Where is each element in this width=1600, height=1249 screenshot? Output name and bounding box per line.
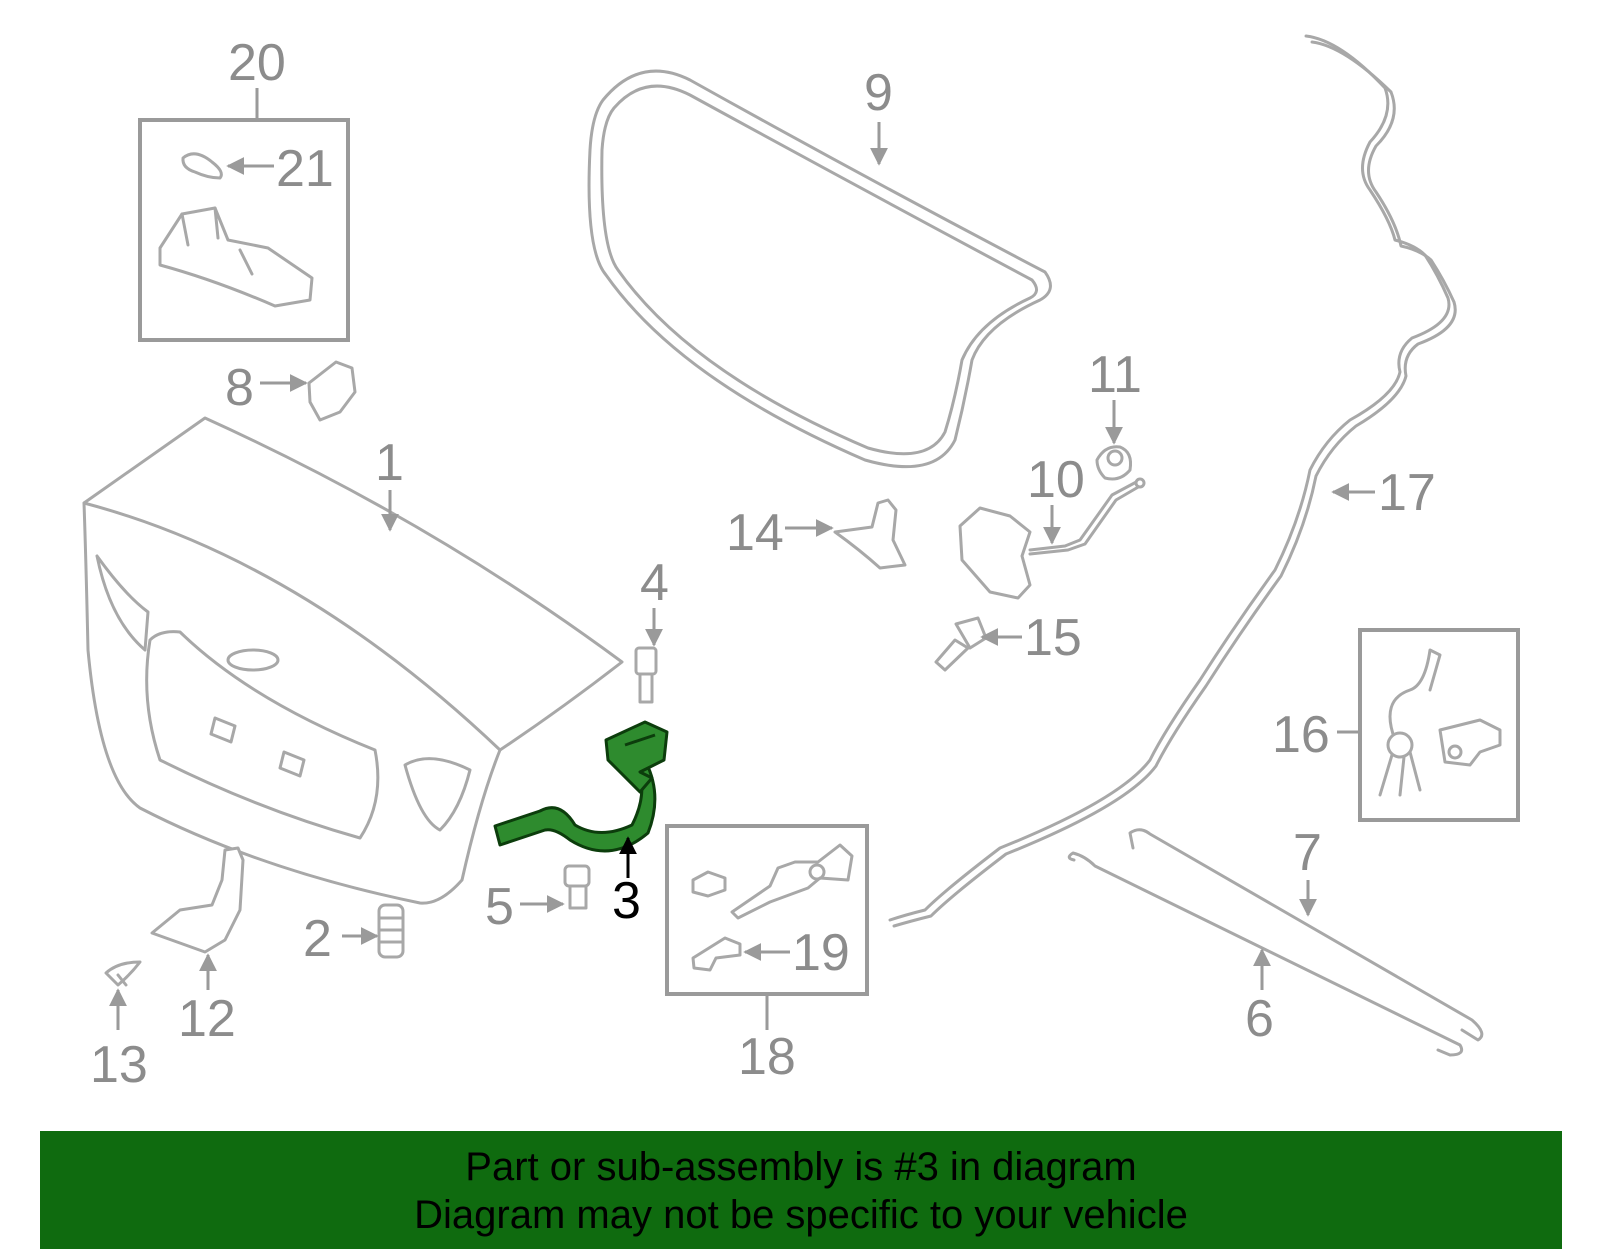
label-16: 16 [1272, 706, 1330, 764]
label-10: 10 [1027, 451, 1085, 509]
label-2: 2 [303, 910, 332, 968]
bulb-part-21 [181, 152, 223, 180]
label-21: 21 [276, 140, 334, 198]
clip-part-8 [307, 360, 357, 422]
connector-part-19 [691, 936, 742, 972]
hinge-part-3-highlighted [493, 720, 669, 853]
bolt-part-15 [934, 616, 988, 672]
leader-lines [109, 88, 1375, 1030]
rod-part-6 [1067, 851, 1464, 1057]
parts-diagram: 20 21 8 1 9 11 10 17 14 15 4 16 3 5 2 7 … [82, 34, 1520, 1094]
label-17: 17 [1378, 464, 1436, 522]
latch-part-10 [958, 477, 1146, 600]
label-20: 20 [228, 34, 286, 92]
label-7: 7 [1293, 824, 1322, 882]
label-9: 9 [864, 64, 893, 122]
info-banner: Part or sub-assembly is #3 in diagram Di… [40, 1131, 1562, 1249]
bracket-part-14 [833, 498, 907, 570]
label-14: 14 [726, 504, 784, 562]
release-cable-part-17 [888, 34, 1457, 928]
label-4: 4 [640, 554, 669, 612]
label-19: 19 [792, 924, 850, 982]
label-1: 1 [375, 434, 404, 492]
label-13: 13 [90, 1036, 148, 1094]
bolt-part-4 [634, 646, 658, 704]
label-15: 15 [1024, 609, 1082, 667]
label-11: 11 [1088, 346, 1142, 404]
banner-line-1: Part or sub-assembly is #3 in diagram [465, 1145, 1137, 1189]
label-8: 8 [225, 359, 254, 417]
label-18: 18 [738, 1028, 796, 1086]
weatherstrip-part-9 [587, 69, 1052, 469]
label-12: 12 [178, 990, 236, 1048]
banner-line-2: Diagram may not be specific to your vehi… [414, 1193, 1188, 1237]
label-6: 6 [1245, 990, 1274, 1048]
bolt-part-5 [563, 864, 591, 910]
trunk-lid-part-1 [82, 416, 624, 905]
lamp-housing-part-20 [158, 206, 314, 308]
clip-part-13 [104, 960, 142, 987]
key-set-part-16 [1378, 648, 1502, 797]
bumper-part-2 [377, 903, 405, 959]
label-3-highlighted: 3 [612, 872, 641, 930]
nut-part-11 [1095, 445, 1132, 481]
label-5: 5 [485, 878, 514, 936]
rod-part-7 [1128, 828, 1484, 1042]
switch-part-18 [691, 843, 854, 920]
bracket-part-12 [150, 846, 245, 954]
